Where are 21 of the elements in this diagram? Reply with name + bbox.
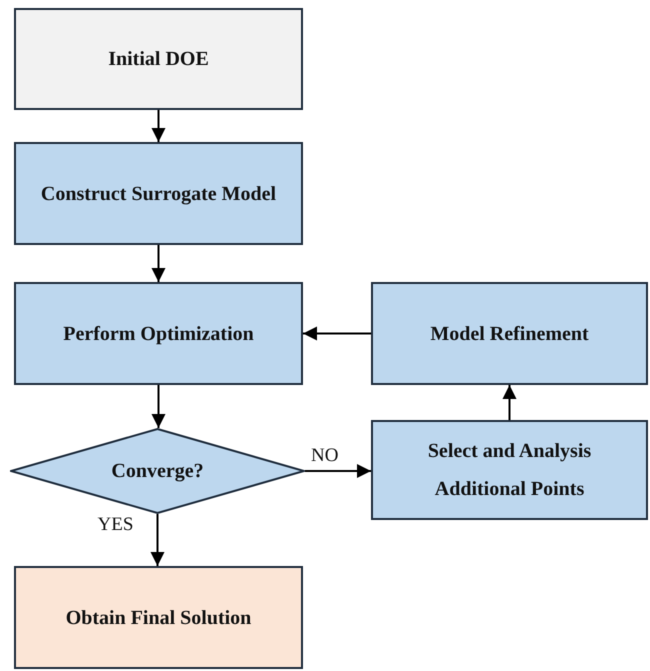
- process-box: [371, 420, 648, 520]
- decision-diamond: [10, 428, 305, 514]
- arrow: [502, 385, 516, 420]
- node-label: Construct Surrogate Model: [40, 182, 276, 206]
- process-box: [14, 8, 303, 110]
- node-label: Perform Optimization: [63, 322, 254, 346]
- process-box: [14, 142, 303, 245]
- node-label: Model Refinement: [430, 322, 589, 346]
- node-label: Converge?: [111, 459, 204, 484]
- node-label: Obtain Final Solution: [66, 606, 252, 630]
- arrow: [303, 326, 371, 340]
- process-box: [14, 282, 303, 385]
- node-label: Select and Analysis Additional Points: [426, 439, 592, 502]
- arrow: [152, 245, 166, 282]
- process-box: [371, 282, 648, 385]
- arrow: [150, 514, 164, 566]
- arrow: [152, 385, 166, 428]
- node-label: Initial DOE: [108, 47, 209, 72]
- process-box: [14, 566, 303, 669]
- arrow: [152, 110, 166, 142]
- arrow: [305, 464, 371, 478]
